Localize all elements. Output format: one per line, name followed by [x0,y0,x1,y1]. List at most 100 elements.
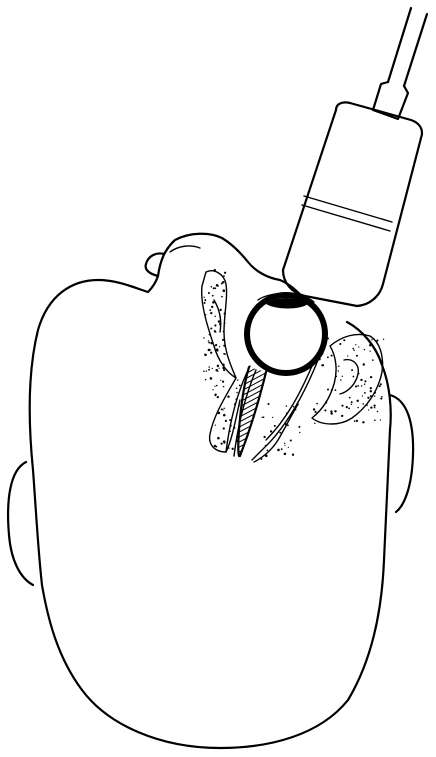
stipple-dot [315,411,317,413]
stipple-dot [224,313,226,315]
stipple-dot [209,309,211,311]
stipple-dot [368,409,369,410]
stipple-dot [380,362,381,363]
stipple-dot [216,385,218,387]
stipple-dot [217,371,218,372]
stipple-dot [279,432,281,434]
stipple-dot [209,334,211,336]
stipple-dot [367,397,369,399]
stipple-dot [219,324,220,325]
stipple-dot [357,407,359,409]
stipple-dot [239,405,240,406]
stipple-dot [211,306,213,308]
stipple-dot [265,455,268,458]
stipple-dot [370,376,372,378]
stipple-dot [270,430,272,432]
stipple-dot [358,346,359,347]
stipple-dot [218,368,219,369]
orbit-bone [202,271,240,452]
stipple-dot [335,389,337,391]
stipple-dot [205,379,207,381]
stipple-dot [362,403,364,405]
stipple-dot [204,299,206,301]
stipple-dot [299,432,300,433]
stipple-dot [327,356,329,358]
stipple-dot [210,327,212,329]
stipple-dot [221,443,223,445]
stipple-dot [355,385,357,387]
stipple-dot [338,366,339,367]
stipple-dot [210,342,213,345]
stipple-dot [325,401,327,403]
stipple-dot [383,339,384,340]
stipple-dot [210,312,212,314]
stipple-dot [215,331,217,333]
stipple-dot [216,284,219,287]
stipple-dot [356,420,358,422]
stipple-dot [338,370,339,371]
stipple-dot [223,427,225,429]
stipple-dot [208,369,210,371]
stipple-dot [366,404,368,406]
stipple-dot [219,346,220,347]
stipple-dot [374,392,376,394]
stipple-dot [217,437,220,440]
stipple-dot [221,408,223,410]
stipple-dot [217,396,219,398]
stipple-dot [321,364,323,366]
stipple-dot [237,379,238,380]
stipple-dot [206,370,207,371]
stipple-dot [212,368,213,369]
stipple-dot [232,448,234,450]
stipple-dot [210,352,212,354]
stipple-dot [277,449,280,452]
stipple-dot [216,344,218,346]
stipple-dot [348,408,350,410]
stipple-dot [220,309,222,311]
stipple-dot [364,380,366,382]
stipple-dot [267,449,269,451]
stipple-dot [223,408,224,409]
stipple-dot [290,439,292,441]
stipple-dot [223,414,226,417]
stipple-dot [370,350,371,351]
stipple-dot [228,447,229,448]
stipple-dot [340,379,342,381]
stipple-dot [223,331,225,333]
stipple-dot [205,354,207,356]
stipple-dot [351,401,353,403]
stipple-dot [341,415,343,417]
stipple-dot [219,316,220,317]
stipple-dot [371,339,373,341]
stipple-dot [351,404,352,405]
stipple-dot [362,395,363,396]
stipple-dot [208,349,210,351]
stipple-dot [314,423,315,424]
stipple-dot [222,367,224,369]
stipple-dot [236,387,238,389]
stipple-dot [377,411,378,412]
stipple-dot [349,397,351,399]
stipple-dot [225,420,227,422]
stipple-dot [218,320,221,323]
stipple-dot [361,385,363,387]
stipple-dot [212,389,213,390]
stipple-dot [210,377,213,380]
stipple-dot [263,436,265,438]
stipple-dot [347,355,348,356]
stipple-dot [353,376,355,378]
stipple-dot [298,426,300,428]
stipple-dot [364,383,366,385]
stipple-dot [343,339,345,341]
stipple-dot [203,371,205,373]
stipple-dot [216,348,218,350]
stipple-dot [357,385,359,387]
stipple-dot [223,289,226,292]
stipple-dot [222,281,224,283]
stipple-dot [342,376,343,377]
stipple-dot [274,425,276,427]
stipple-dot [214,394,216,396]
stipple-dot [358,373,359,374]
stipple-dot [381,396,383,398]
stipple-dot [341,405,343,407]
